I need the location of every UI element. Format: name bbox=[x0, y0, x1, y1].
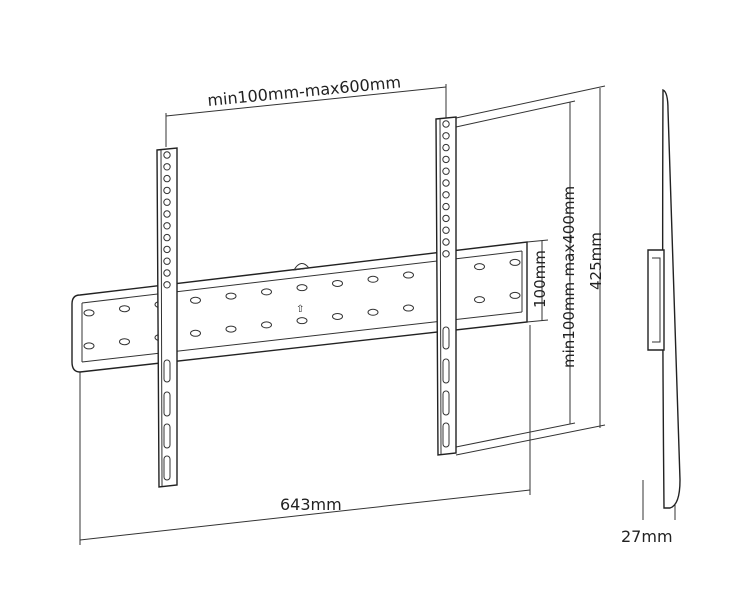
arm-hole bbox=[163, 186, 171, 195]
arm-hole bbox=[442, 155, 450, 164]
total-width-label: 643mm bbox=[280, 495, 342, 514]
rail-slot bbox=[332, 279, 343, 287]
rail-slot bbox=[190, 296, 201, 304]
arm-hole bbox=[163, 281, 171, 289]
rail-slot bbox=[190, 329, 201, 337]
rail-slot bbox=[474, 263, 485, 271]
lock-slot bbox=[163, 359, 171, 383]
rail-slot bbox=[474, 296, 485, 304]
arm-slot bbox=[163, 423, 171, 449]
arm-hole bbox=[442, 202, 450, 211]
rail-slot bbox=[261, 288, 272, 296]
arm-slot bbox=[442, 422, 450, 448]
right-vertical-arm bbox=[435, 116, 457, 456]
arm-hole bbox=[163, 163, 171, 171]
rail-slot bbox=[83, 309, 95, 317]
arm-hole bbox=[442, 191, 450, 199]
rail-slot bbox=[83, 342, 95, 350]
rail-slot bbox=[509, 258, 521, 266]
rail-slot bbox=[296, 317, 308, 325]
center-hook-icon bbox=[293, 263, 310, 271]
arm-hole bbox=[163, 151, 171, 159]
arm-slot bbox=[163, 391, 171, 417]
arm-slot bbox=[442, 358, 450, 384]
rail-slot bbox=[367, 275, 379, 283]
total-height-label: 425mm bbox=[587, 232, 605, 290]
rail-height-label: 100mm bbox=[531, 250, 549, 308]
arm-hole bbox=[442, 132, 450, 140]
vesa-horizontal-label: min100mm-max600mm bbox=[207, 72, 402, 110]
rail-slot bbox=[261, 321, 272, 329]
rail-slot bbox=[296, 284, 308, 292]
rail-slot bbox=[403, 304, 414, 312]
arm-hole bbox=[442, 120, 450, 128]
arm-hole bbox=[163, 245, 171, 254]
arm-slot bbox=[442, 390, 450, 416]
arm-hole bbox=[163, 269, 171, 277]
arm-slot bbox=[163, 455, 171, 481]
arm-hole bbox=[442, 167, 450, 175]
arm-hole bbox=[163, 233, 171, 242]
rail-slot bbox=[367, 308, 379, 316]
arm-hole bbox=[163, 257, 171, 265]
arm-hole bbox=[163, 174, 171, 183]
lock-slot bbox=[442, 326, 450, 350]
depth-label: 27mm bbox=[621, 527, 673, 546]
left-vertical-arm bbox=[156, 147, 178, 488]
arm-hole bbox=[442, 214, 450, 223]
rail-slot bbox=[119, 338, 130, 346]
rail-slot bbox=[403, 271, 414, 279]
arm-hole bbox=[442, 250, 450, 258]
arm-hole bbox=[442, 238, 450, 246]
arm-hole bbox=[163, 210, 171, 218]
horizontal-rail: ⇧ bbox=[71, 241, 528, 373]
arm-hole bbox=[442, 226, 450, 234]
arm-hole bbox=[442, 179, 450, 187]
arm-hole bbox=[163, 222, 171, 230]
arm-hole bbox=[163, 198, 171, 206]
rail-slot bbox=[509, 291, 521, 299]
rail-slot bbox=[119, 305, 130, 313]
rail-slot bbox=[332, 312, 343, 320]
arm-hole bbox=[442, 143, 450, 152]
dimension-lines bbox=[79, 84, 676, 545]
vesa-vertical-label: min100mm-max400mm bbox=[560, 186, 578, 368]
up-arrow-icon: ⇧ bbox=[296, 304, 304, 315]
side-view-profile bbox=[647, 88, 681, 509]
rail-slot bbox=[225, 325, 237, 333]
rail-slot bbox=[225, 292, 237, 300]
